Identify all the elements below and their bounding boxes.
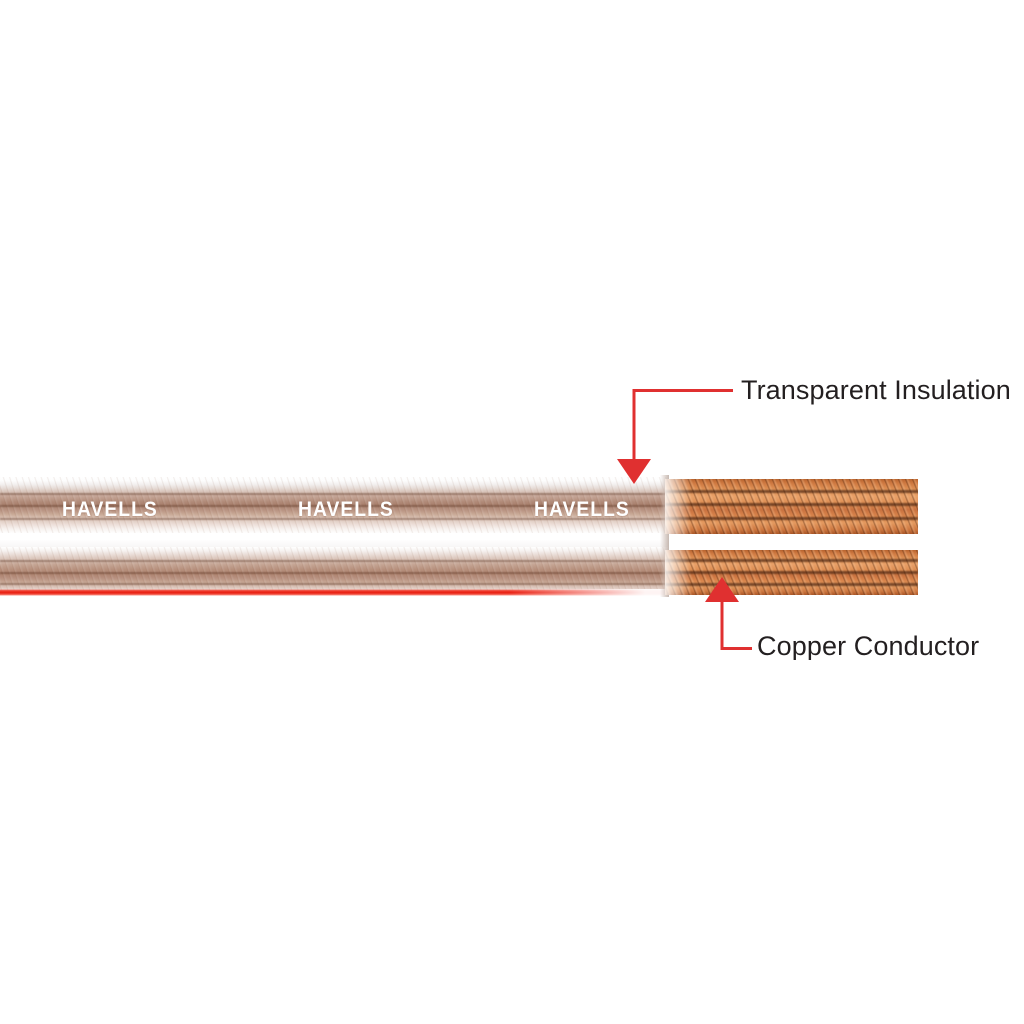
copper-strand-gap <box>665 503 918 506</box>
core-shadow-line <box>0 493 669 495</box>
brand-print-havells: HAVELLS <box>298 498 394 521</box>
copper-conductor-upper <box>665 479 918 534</box>
strand-twist-texture <box>0 547 669 595</box>
red-identification-stripe <box>0 589 669 596</box>
brand-print-havells: HAVELLS <box>62 498 158 521</box>
core-shadow-line <box>0 572 669 574</box>
leader-line-upper <box>632 389 733 464</box>
copper-strand-texture <box>665 479 918 534</box>
lower-conductor-through-insulation <box>0 547 669 595</box>
copper-strand-gap <box>665 583 918 586</box>
copper-conductor-lower <box>665 550 918 595</box>
core-shadow-line <box>0 583 669 585</box>
core-shadow-line <box>0 505 669 507</box>
insulated-cable-section: HAVELLS HAVELLS HAVELLS <box>0 465 669 610</box>
callout-label-transparent-insulation: Transparent Insulation <box>741 375 1011 405</box>
cable-assembly: HAVELLS HAVELLS HAVELLS <box>0 465 1024 610</box>
copper-strand-gap <box>665 559 918 562</box>
brand-print-havells: HAVELLS <box>534 498 630 521</box>
copper-left-blend <box>665 479 691 534</box>
callout-label-copper-conductor-wrapper: Copper Conductor <box>757 633 979 660</box>
copper-strand-gap <box>665 571 918 574</box>
copper-strand-gap <box>665 517 918 520</box>
insulation-web-separator <box>0 533 669 551</box>
insulation-cut-edge <box>660 475 669 597</box>
core-shadow-line <box>0 560 669 562</box>
callout-label-copper-conductor: Copper Conductor <box>757 633 980 660</box>
core-shadow-line <box>0 518 669 520</box>
copper-strand-gap <box>665 490 918 493</box>
copper-left-blend <box>665 550 691 595</box>
